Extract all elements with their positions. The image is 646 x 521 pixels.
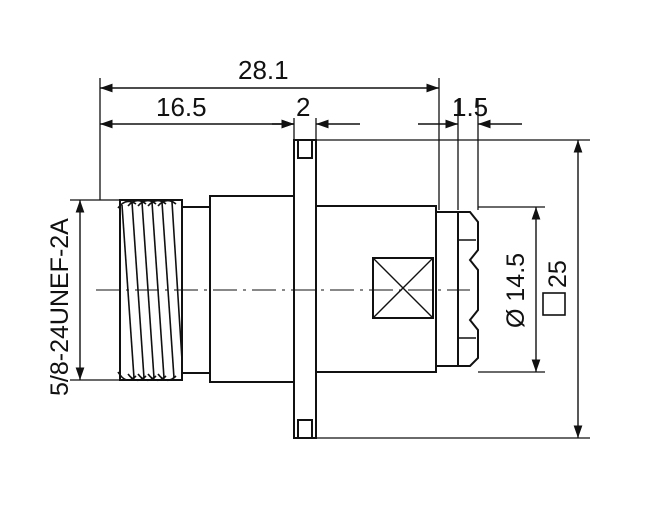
square-symbol-icon bbox=[542, 292, 566, 316]
dim-thread-spec-label: 5/8-24UNEF-2A bbox=[46, 218, 74, 396]
flange-tab-top bbox=[297, 139, 313, 159]
flange-square-dimension: 25 bbox=[542, 260, 572, 316]
wrench-flat bbox=[372, 257, 434, 319]
thread-lines bbox=[117, 199, 183, 382]
dimension-lines bbox=[75, 83, 583, 438]
dim-flange-square-label: 25 bbox=[544, 260, 572, 288]
dim-nut-thickness-label: 1.5 bbox=[452, 92, 488, 122]
rear-body bbox=[315, 205, 437, 373]
connector-body bbox=[117, 139, 479, 439]
dim-flange-thickness-label: 2 bbox=[296, 92, 310, 122]
nut-ring bbox=[435, 211, 459, 367]
dim-nut-diameter-label: Ø 14.5 bbox=[502, 253, 530, 328]
flange-plate bbox=[293, 139, 317, 439]
extension-lines bbox=[70, 78, 590, 439]
nut-hex bbox=[457, 211, 479, 367]
dim-thread-length-label: 16.5 bbox=[156, 92, 207, 122]
flange-tab-bottom bbox=[297, 419, 313, 439]
wrench-flat-cross bbox=[372, 257, 434, 319]
dim-overall-label: 28.1 bbox=[238, 55, 289, 85]
front-body bbox=[209, 195, 295, 383]
